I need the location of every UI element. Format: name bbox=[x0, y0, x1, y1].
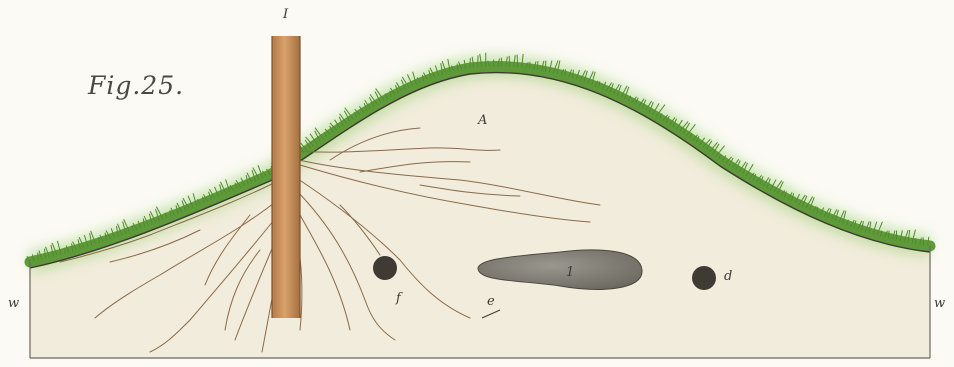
label-water-left: w bbox=[8, 297, 19, 310]
figure-title: Fig.25. bbox=[88, 73, 184, 98]
grass-blade bbox=[517, 55, 518, 68]
label-tuber: 1 bbox=[566, 266, 574, 279]
grass-blade bbox=[509, 56, 510, 67]
label-stem: I bbox=[283, 8, 288, 21]
grass-blade bbox=[470, 58, 471, 68]
label-mound: A bbox=[478, 114, 487, 127]
plant-stem bbox=[272, 36, 300, 318]
label-root-tip: e bbox=[487, 295, 495, 308]
nodule-left bbox=[373, 256, 397, 280]
grass-blade bbox=[99, 237, 100, 243]
label-nodule-left: f bbox=[396, 292, 401, 305]
nodule-right bbox=[692, 266, 716, 290]
label-water-right: w bbox=[934, 297, 945, 310]
grass-blade bbox=[565, 69, 566, 76]
label-nodule-right: d bbox=[724, 270, 732, 283]
